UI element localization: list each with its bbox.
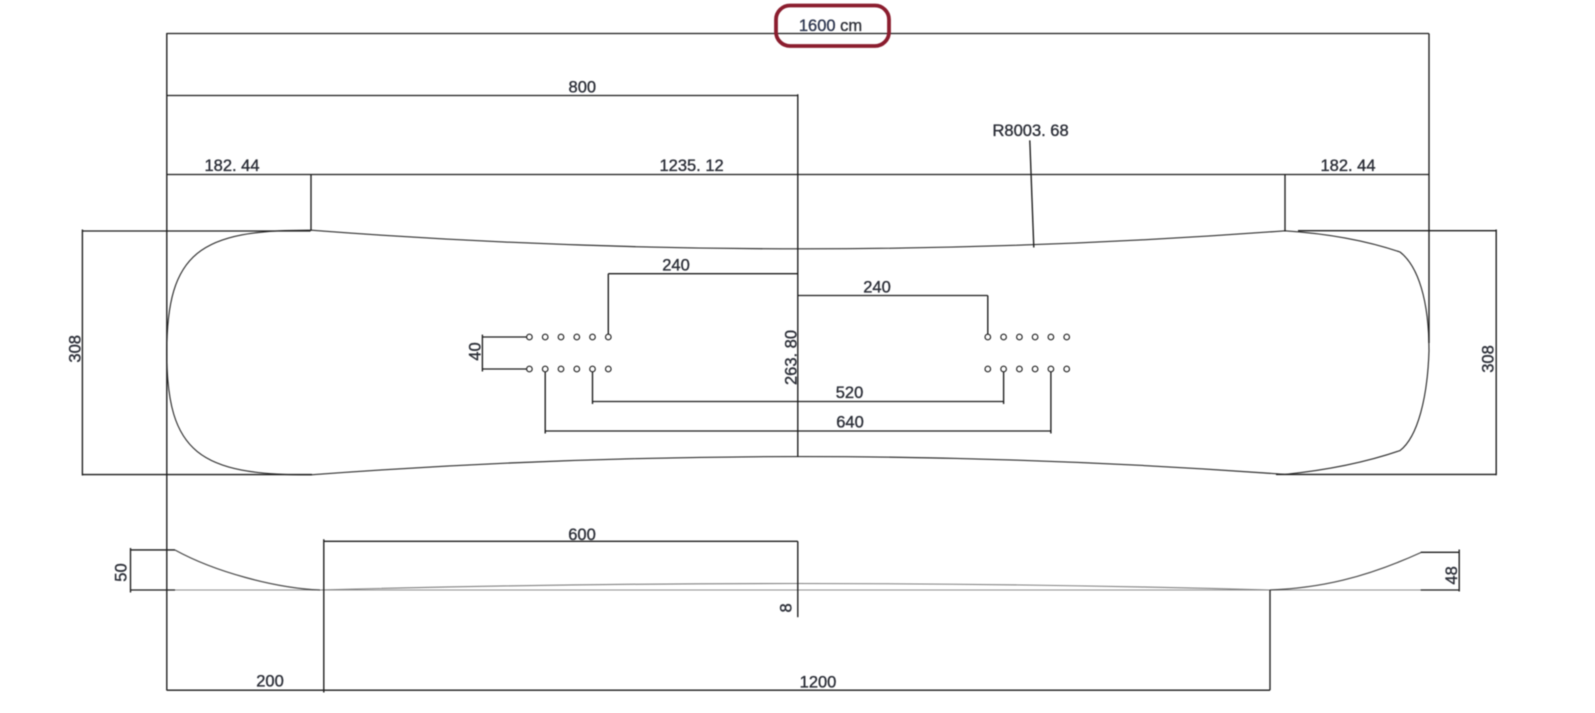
svg-text:48: 48 — [1443, 566, 1461, 584]
svg-text:640: 640 — [836, 414, 864, 432]
svg-text:240: 240 — [662, 257, 690, 275]
svg-text:182. 44: 182. 44 — [204, 157, 259, 175]
svg-text:308: 308 — [1479, 345, 1497, 373]
svg-text:308: 308 — [67, 335, 85, 363]
svg-text:50: 50 — [113, 563, 131, 581]
svg-text:263. 80: 263. 80 — [783, 330, 801, 385]
svg-text:800: 800 — [569, 79, 597, 97]
svg-text:8: 8 — [778, 603, 796, 612]
svg-text:240: 240 — [863, 278, 891, 296]
svg-text:1200: 1200 — [800, 674, 837, 692]
svg-text:R8003. 68: R8003. 68 — [993, 122, 1069, 140]
svg-text:40: 40 — [466, 342, 484, 360]
svg-text:200: 200 — [256, 673, 284, 691]
svg-text:182. 44: 182. 44 — [1320, 157, 1375, 175]
svg-text:520: 520 — [836, 384, 864, 402]
svg-text:1235. 12: 1235. 12 — [659, 157, 723, 175]
svg-text:1600 cm: 1600 cm — [799, 17, 862, 35]
svg-text:600: 600 — [568, 526, 596, 544]
